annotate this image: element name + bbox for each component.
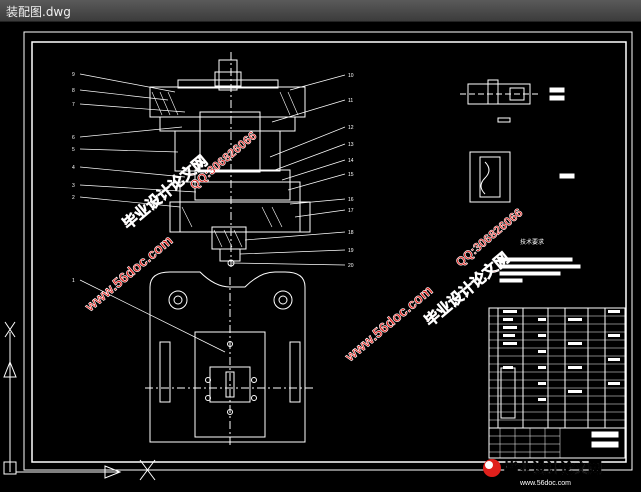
leaders-right	[231, 74, 346, 266]
logo-site: www.56doc.com	[519, 480, 571, 487]
sheet-outer-border	[23, 31, 633, 471]
window-titlebar: 装配图.dwg	[0, 0, 641, 22]
part-label: 17	[348, 208, 354, 214]
part-label: 6	[72, 135, 75, 141]
logo-brand: 毕业设计论文网	[504, 460, 602, 477]
ucs-icon	[3, 321, 156, 481]
part-label: 11	[348, 98, 353, 104]
site-logo: 毕业设计论文网 www.56doc.com	[483, 459, 602, 487]
part-label: 13	[348, 142, 354, 148]
cad-drawing-canvas[interactable]: 9 8 7 6 5 4 3 2 1 10 11 12 13 14 15 16 1…	[0, 22, 641, 488]
sheet-inner-border	[31, 41, 627, 463]
window-title: 装配图.dwg	[6, 5, 71, 19]
watermark-site: www.56doc.com	[341, 282, 436, 365]
leaders-left	[79, 73, 226, 353]
tech-requirements-block	[499, 257, 581, 283]
assembly-main-view	[149, 52, 311, 267]
part-label: 15	[348, 172, 354, 178]
parts-list-table	[488, 307, 626, 459]
detail-view-top	[460, 79, 565, 123]
watermark-brand: 毕业设计论文网	[119, 152, 211, 233]
part-label: 8	[72, 88, 75, 94]
part-label: 1	[72, 278, 75, 284]
part-label: 4	[72, 165, 75, 171]
detail-view-middle	[469, 151, 575, 203]
part-label: 10	[348, 73, 354, 79]
part-label: 9	[72, 72, 75, 78]
part-label: 12	[348, 125, 354, 131]
drawing-svg: 9 8 7 6 5 4 3 2 1 10 11 12 13 14 15 16 1…	[3, 31, 633, 487]
part-label: 19	[348, 248, 354, 254]
part-number-labels: 9 8 7 6 5 4 3 2 1 10 11 12 13 14 15 16 1…	[72, 72, 544, 284]
part-label: 3	[72, 183, 75, 189]
part-label: 16	[348, 197, 354, 203]
watermarks: 毕业设计论文网 QQ:306826066 www.56doc.com QQ:30…	[81, 128, 526, 365]
part-label: 7	[72, 102, 75, 108]
part-label: 14	[348, 158, 354, 164]
part-label: 18	[348, 230, 354, 236]
tech-requirements-heading: 技术要求	[520, 238, 544, 246]
assembly-plan-view	[145, 271, 315, 447]
part-label: 2	[72, 195, 75, 201]
part-label: 5	[72, 147, 75, 153]
part-label: 20	[348, 263, 354, 269]
